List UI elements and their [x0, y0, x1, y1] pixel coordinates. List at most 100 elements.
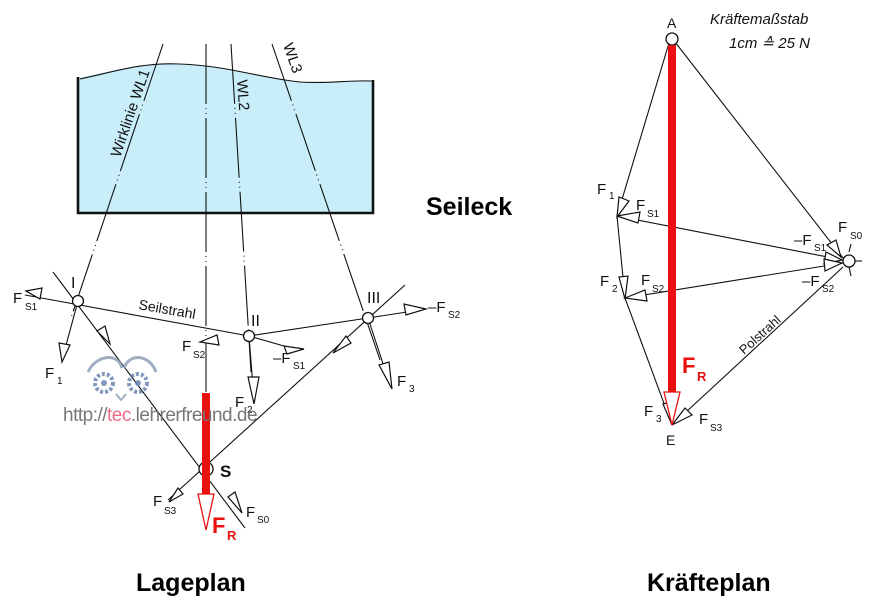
load-body: [77, 63, 373, 213]
gear-left-icon: [93, 372, 115, 394]
node-ii: [242, 329, 256, 343]
label-fs3: FS3: [153, 493, 177, 517]
pole-ray-s0: [674, 41, 844, 259]
svg-text:–F: –F: [802, 273, 820, 290]
svg-text:F: F: [641, 272, 650, 289]
fs0-arrowhead: [227, 491, 243, 514]
line-of-action-wl3: [271, 43, 381, 361]
fs1-arrowhead: [24, 287, 43, 300]
watermark-url: http://tec.lehrerfreund.de: [63, 405, 257, 426]
svg-text:F: F: [699, 411, 708, 428]
svg-text:S1: S1: [814, 243, 827, 254]
line-of-action-wl2: [230, 43, 252, 373]
svg-text:F: F: [397, 373, 406, 390]
node-i-label: I: [71, 275, 75, 292]
owl-eyebrows-icon: [86, 356, 158, 373]
svg-text:R: R: [227, 528, 237, 543]
svg-text:S1: S1: [647, 209, 660, 220]
owl-beak-icon: [115, 393, 127, 402]
svg-text:S0: S0: [257, 515, 270, 526]
svg-text:F: F: [597, 181, 606, 198]
pole-tick-1: [848, 243, 852, 253]
svg-text:S3: S3: [164, 506, 177, 517]
svg-text:F: F: [13, 290, 22, 307]
fs2-arrowhead: [197, 334, 220, 346]
point-a-label: A: [667, 15, 677, 31]
svg-text:F: F: [682, 353, 695, 378]
point-a: [665, 32, 679, 46]
svg-text:3: 3: [656, 414, 662, 425]
svg-text:3: 3: [409, 384, 415, 395]
resultant-fr-shaft: [202, 393, 210, 495]
kp-resultant-fr-arrowhead: [663, 391, 681, 426]
f2-arrowhead: [247, 376, 260, 405]
polstrahl-label: Polstrahl: [736, 312, 784, 357]
kp-label-fs2: FS2: [641, 272, 665, 295]
kp-label-fs3: FS3: [699, 411, 723, 434]
fs0-arrow-on-rope: [96, 325, 112, 347]
svg-text:F: F: [45, 365, 54, 382]
scale-value: 1cm ≙ 25 N: [729, 35, 810, 52]
wl3-label: WL3: [279, 41, 305, 76]
svg-text:R: R: [697, 369, 707, 384]
node-iii-label: III: [367, 290, 380, 307]
watermark-logo: [86, 356, 158, 402]
kraefteplan: Kräftemaßstab 1cm ≙ 25 N A E Polstrahl: [597, 11, 863, 448]
svg-text:S2: S2: [193, 350, 206, 361]
gear-left-hub-icon: [101, 380, 107, 386]
f3-arrowhead: [378, 361, 393, 390]
label-fs1: FS1: [13, 290, 38, 313]
rope-line-s1: [24, 294, 250, 337]
svg-text:1: 1: [609, 191, 615, 202]
label-fs2: FS2: [182, 338, 206, 361]
svg-text:F: F: [838, 219, 847, 236]
svg-text:2: 2: [247, 405, 253, 416]
svg-text:1: 1: [57, 376, 63, 387]
svg-text:F: F: [600, 273, 609, 290]
seilstrahl-label: Seilstrahl: [137, 296, 196, 322]
svg-text:F: F: [235, 394, 244, 411]
wl2-label: WL2: [233, 79, 252, 111]
heading-lageplan: Lageplan: [136, 569, 246, 597]
kp-resultant-fr-shaft: [668, 45, 676, 393]
svg-text:–F: –F: [428, 299, 446, 316]
gear-right-icon: [127, 372, 149, 394]
kp-fs1-arrowhead: [616, 211, 641, 224]
point-e-label: E: [666, 432, 675, 448]
svg-text:S1: S1: [293, 361, 306, 372]
neg-fs1-arrowhead: [283, 345, 305, 355]
kp-f1-arrowhead: [616, 196, 630, 220]
svg-text:S3: S3: [710, 423, 723, 434]
scale-title: Kräftemaßstab: [710, 11, 808, 28]
kp-fs0-arrowhead: [825, 239, 843, 259]
neg-fs2-arrowhead: [403, 303, 429, 316]
pole-point: [842, 254, 856, 268]
node-s-label: S: [220, 462, 231, 481]
rope-line-s2: [248, 317, 369, 337]
kp-neg-fs2-arrowhead: [823, 258, 844, 272]
gear-right-hub-icon: [135, 380, 141, 386]
pole-tick-3: [848, 266, 852, 277]
fs3-arrow-on-rope: [332, 334, 352, 354]
kp-fs2-arrowhead: [622, 289, 648, 302]
pole-ray-s3: [671, 266, 844, 426]
svg-text:–F: –F: [273, 350, 291, 367]
heading-seileck: Seileck: [426, 193, 512, 221]
load-body-top-edge: [79, 63, 373, 84]
node-iii: [361, 311, 375, 325]
svg-text:F: F: [246, 504, 255, 521]
heading-kraefteplan: Kräfteplan: [647, 569, 771, 597]
f1-arrowhead: [58, 342, 71, 365]
rope-line-s0: [52, 271, 246, 529]
